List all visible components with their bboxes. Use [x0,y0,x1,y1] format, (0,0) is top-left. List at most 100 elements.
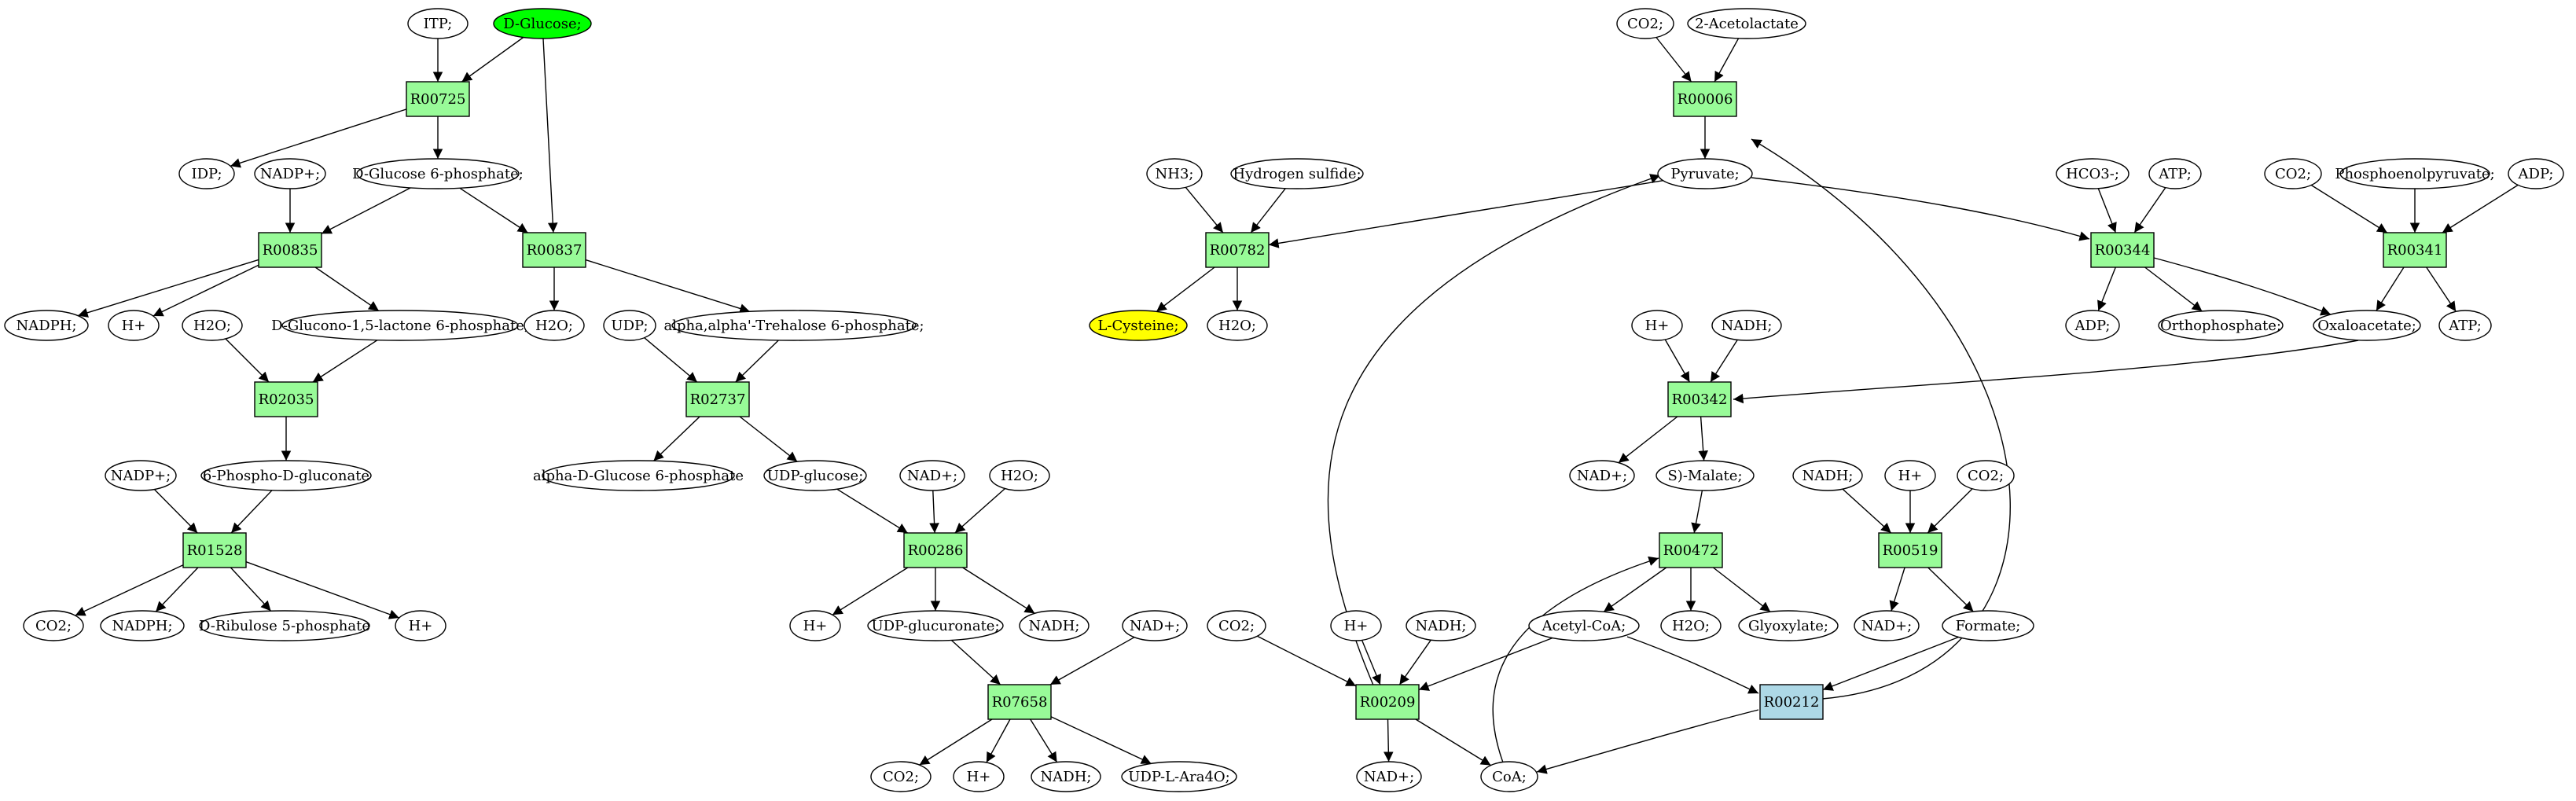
compound-node-udp-l-ara4o[interactable]: UDP-L-Ara4O; [1121,761,1237,792]
compound-node-udp[interactable]: UDP; [603,310,656,341]
compound-node-alpha-d-glucose-6-phosphate[interactable]: alpha-D-Glucose 6-phosphate [533,460,744,491]
edge-nadh3-to-r00342 [1710,339,1738,383]
compound-node-nadph[interactable]: NADPH; [4,310,89,341]
compound-node-h[interactable]: H+ [108,310,160,341]
compound-node-s-malate[interactable]: S)-Malate; [1655,460,1755,491]
reaction-node-r00341[interactable]: R00341 [2383,232,2447,268]
compound-node-h2o[interactable]: H2O; [182,310,243,341]
compound-node-d-ribulose-5-phosphate[interactable]: D-Ribulose 5-phosphate [199,610,370,641]
compound-node-co2[interactable]: CO2; [1957,460,2015,491]
edge-arrow [2097,188,2117,233]
compound-node-d-glucose[interactable]: D-Glucose; [493,8,592,39]
compound-node-h[interactable]: H+ [953,761,1005,792]
reaction-node-r00342[interactable]: R00342 [1667,381,1732,417]
reaction-node-r00209[interactable]: R00209 [1355,684,1420,720]
compound-node-h2o[interactable]: H2O; [1207,310,1268,341]
compound-node-glyoxylate[interactable]: Glyoxylate; [1738,610,1839,641]
edge-arrow [1626,636,1759,694]
compound-node-co2[interactable]: CO2; [1207,610,1266,641]
reaction-node-r00006[interactable]: R00006 [1673,81,1737,117]
compound-node-nad[interactable]: NAD+; [1569,460,1635,491]
compound-node-adp[interactable]: ADP; [2508,158,2564,189]
compound-ellipse [1660,610,1722,641]
reaction-box [2090,232,2155,268]
compound-node-nadh[interactable]: NADH; [1031,761,1101,792]
reaction-node-r07658[interactable]: R07658 [987,684,1052,720]
compound-node-h[interactable]: H+ [1884,460,1936,491]
compound-node-nadp[interactable]: NADP+; [254,158,326,189]
compound-node-idp[interactable]: IDP; [178,158,235,189]
compound-node-coa[interactable]: CoA; [1480,761,1538,792]
compound-node-h[interactable]: H+ [1631,310,1683,341]
compound-node-itp[interactable]: ITP; [407,8,469,39]
compound-node-nadh[interactable]: NADH; [1792,460,1863,491]
node-label: Hydrogen sulfide; [1233,166,1361,182]
compound-node-nad[interactable]: NAD+; [899,460,965,491]
compound-node-nad[interactable]: NAD+; [1356,761,1422,792]
compound-node-nadh[interactable]: NADH; [1019,610,1090,641]
compound-ellipse [281,310,519,341]
compound-node-atp[interactable]: ATP; [2438,310,2492,341]
compound-node-nadh[interactable]: NADH; [1711,310,1782,341]
node-label: L-Cysteine; [1097,318,1178,334]
compound-node-2-acetolactate[interactable]: 2-Acetolactate [1687,8,1806,39]
compound-node-udp-glucose[interactable]: UDP-glucose; [763,460,867,491]
reaction-node-r00837[interactable]: R00837 [522,232,586,268]
compound-node-6-phospho-d-gluconate[interactable]: 6-Phospho-D-gluconate [200,460,372,491]
compound-node-acetyl-coa[interactable]: Acetyl-CoA; [1528,610,1640,641]
compound-node-l-cysteine[interactable]: L-Cysteine; [1089,310,1188,341]
reaction-node-r00519[interactable]: R00519 [1878,532,1942,568]
compound-node-d-glucose-6-phosphate[interactable]: D-Glucose 6-phosphate; [352,158,524,189]
compound-node-udp-glucuronate[interactable]: UDP-glucuronate; [867,610,1004,641]
edge-arrow [962,567,1035,614]
node-label: R00286 [908,542,964,559]
edge-arrow [1691,490,1703,534]
reaction-node-r00212[interactable]: R00212 [1759,684,1824,720]
reaction-node-r02035[interactable]: R02035 [254,381,318,417]
compound-node-h[interactable]: H+ [395,610,446,641]
compound-node-d-glucono-1-5-lactone-6-phosphate[interactable]: D-Glucono-1,5-lactone 6-phosphate; [271,310,529,341]
reaction-node-r01528[interactable]: R01528 [182,532,247,568]
compound-node-nh3[interactable]: NH3; [1146,158,1203,189]
compound-node-h[interactable]: H+ [1330,610,1382,641]
edge-arrow [2310,184,2388,233]
reaction-node-r00725[interactable]: R00725 [406,81,470,117]
reaction-box [254,381,318,417]
compound-node-h2o[interactable]: H2O; [1660,610,1722,641]
compound-ellipse [356,158,520,189]
compound-node-adp[interactable]: ADP; [2065,310,2120,341]
edge-r01528-to-ribulose [230,567,272,612]
compound-node-hco3[interactable]: HCO3-; [2056,158,2130,189]
compound-node-co2[interactable]: CO2; [2264,158,2322,189]
node-label: D-Glucose; [503,16,581,32]
edge-r00519-to-formate [1927,567,1974,612]
reaction-node-r00472[interactable]: R00472 [1659,532,1723,568]
compound-node-orthophosphate[interactable]: Orthophosphate; [2158,310,2284,341]
reaction-node-r02737[interactable]: R02737 [685,381,750,417]
compound-node-nadh[interactable]: NADH; [1406,610,1476,641]
compound-node-alpha-alpha-trehalose-6-phosphate[interactable]: alpha,alpha'-Trehalose 6-phosphate; [663,310,924,341]
compound-node-phosphoenolpyruvate[interactable]: Phosphoenolpyruvate; [2335,158,2495,189]
compound-node-co2[interactable]: CO2; [23,610,84,641]
compound-node-nadp[interactable]: NADP+; [105,460,177,491]
compound-node-co2[interactable]: CO2; [1616,8,1674,39]
compound-ellipse [2056,158,2130,189]
compound-node-h2o[interactable]: H2O; [989,460,1050,491]
compound-node-nadph[interactable]: NADPH; [100,610,185,641]
compound-node-nad[interactable]: NAD+; [1122,610,1188,641]
reaction-node-r00344[interactable]: R00344 [2090,232,2155,268]
reaction-node-r00286[interactable]: R00286 [903,532,968,568]
compound-node-atp[interactable]: ATP; [2148,158,2202,189]
edge-r01528-to-co2a [75,564,184,616]
reaction-node-r00835[interactable]: R00835 [258,232,322,268]
compound-node-formate[interactable]: Formate; [1942,610,2034,641]
compound-node-nad[interactable]: NAD+; [1854,610,1920,641]
compound-node-pyruvate[interactable]: Pyruvate; [1657,158,1753,189]
compound-node-h[interactable]: H+ [789,610,841,641]
compound-node-hydrogen-sulfide[interactable]: Hydrogen sulfide; [1230,158,1364,189]
compound-node-h2o[interactable]: H2O; [524,310,585,341]
compound-node-oxaloacetate[interactable]: Oxaloacetate; [2313,310,2421,341]
edge-r00472-to-glyoxylate [1712,567,1771,612]
reaction-node-r00782[interactable]: R00782 [1205,232,1270,268]
compound-node-co2[interactable]: CO2; [870,761,932,792]
